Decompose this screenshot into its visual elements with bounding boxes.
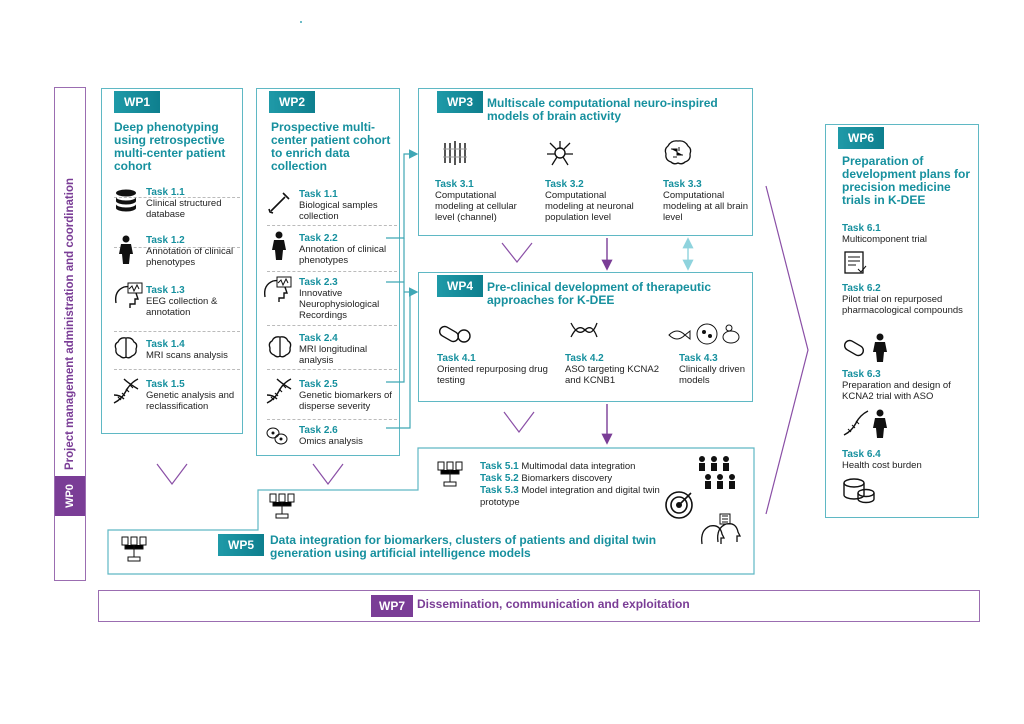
wp6-box: WP6 Preparation of development plans for… bbox=[825, 124, 979, 518]
data-network-icon bbox=[269, 493, 295, 519]
brain-icon bbox=[268, 336, 292, 358]
task-6-1-name: Task 6.1 bbox=[842, 223, 881, 234]
wp6-title: Preparation of development plans for pre… bbox=[842, 154, 971, 207]
task-1-1-desc: Clinical structured database bbox=[146, 198, 222, 220]
pills-icon bbox=[438, 325, 471, 343]
data-network-icon bbox=[121, 536, 147, 562]
data-network-icon bbox=[437, 461, 463, 487]
neuron-icon bbox=[547, 141, 573, 166]
task-5-2-name: Task 5.2 bbox=[480, 473, 519, 484]
task-2-6-desc: Omics analysis bbox=[299, 436, 363, 447]
wp3-box: WP3 Multiscale computational neuro-inspi… bbox=[418, 88, 753, 236]
task-6-4-name: Task 6.4 bbox=[842, 449, 881, 460]
wp3-title: Multiscale computational neuro-inspired … bbox=[487, 96, 718, 123]
task-2-3-desc: Innovative Neurophysiological Recordings bbox=[299, 288, 380, 321]
people-cluster-icon bbox=[699, 456, 735, 489]
task-6-1-desc: Multicomponent trial bbox=[842, 234, 928, 245]
task-1-4-name: Task 1.4 bbox=[146, 339, 185, 350]
task-3-3-desc: Computational modeling at all brain leve… bbox=[663, 190, 749, 223]
task-5-1-desc: Multimodal data integration bbox=[521, 461, 636, 472]
task-2-1-name: Task 1.1 bbox=[299, 189, 338, 200]
wp7-box: WP7 Dissemination, communication and exp… bbox=[98, 590, 980, 622]
task-2-2-desc: Annotation of clinical phenotypes bbox=[299, 244, 387, 266]
task-3-1-name: Task 3.1 bbox=[435, 179, 474, 190]
wp6-tag: WP6 bbox=[838, 127, 885, 149]
task-6-3-desc: Preparation and design of KCNA2 trial wi… bbox=[842, 380, 951, 402]
wp1-box: WP1 Deep phenotyping using retrospective… bbox=[101, 88, 243, 434]
task-2-4-name: Task 2.4 bbox=[299, 333, 338, 344]
person-icon bbox=[272, 231, 286, 260]
wp3-tag: WP3 bbox=[437, 91, 484, 113]
coins-icon bbox=[843, 478, 875, 504]
task-2-5-desc: Genetic biomarkers of disperse severity bbox=[299, 390, 392, 412]
task-2-2-name: Task 2.2 bbox=[299, 233, 338, 244]
brain-icon bbox=[114, 337, 138, 359]
pipette-icon bbox=[268, 192, 290, 214]
task-1-3-desc: EEG collection & annotation bbox=[146, 296, 218, 318]
person-icon bbox=[119, 235, 133, 264]
wp4-tag: WP4 bbox=[437, 275, 484, 297]
animal-models-icon bbox=[668, 323, 740, 345]
task-4-3-name: Task 4.3 bbox=[679, 353, 718, 364]
eeg-head-icon bbox=[114, 282, 143, 308]
task-3-2-name: Task 3.2 bbox=[545, 179, 584, 190]
task-1-3-name: Task 1.3 bbox=[146, 285, 185, 296]
ion-channel-icon bbox=[443, 141, 467, 165]
dna-icon bbox=[113, 378, 139, 404]
clipboard-icon bbox=[844, 251, 867, 274]
task-3-1-desc: Computational modeling at cellular level… bbox=[435, 190, 517, 223]
task-6-2-name: Task 6.2 bbox=[842, 283, 881, 294]
ai-heads-icon bbox=[701, 513, 742, 545]
task-1-2-name: Task 1.2 bbox=[146, 235, 185, 246]
task-3-3-name: Task 3.3 bbox=[663, 179, 702, 190]
task-1-5-name: Task 1.5 bbox=[146, 379, 185, 390]
wp0-tag bbox=[55, 476, 85, 516]
brain-circuit-icon bbox=[664, 140, 692, 165]
task-1-2-desc: Annotation of clinical phenotypes bbox=[146, 246, 234, 268]
task-4-3-desc: Clinically driven models bbox=[679, 364, 745, 386]
wp7-label: Dissemination, communication and exploit… bbox=[417, 597, 690, 611]
task-4-2-desc: ASO targeting KCNA2 and KCNB1 bbox=[565, 364, 659, 386]
task-6-3-name: Task 6.3 bbox=[842, 369, 881, 380]
wp5-tag: WP5 bbox=[218, 534, 265, 556]
task-4-1-name: Task 4.1 bbox=[437, 353, 476, 364]
omics-icon bbox=[266, 427, 288, 445]
task-6-4-desc: Health cost burden bbox=[842, 460, 922, 471]
task-4-1-desc: Oriented repurposing drug testing bbox=[437, 364, 548, 386]
wp4-box: WP4 Pre-clinical development of therapeu… bbox=[418, 272, 753, 402]
eeg-head-icon bbox=[263, 276, 292, 302]
task-4-2-name: Task 4.2 bbox=[565, 353, 604, 364]
task-5-3-name: Task 5.3 bbox=[480, 485, 519, 496]
dna-icon bbox=[570, 322, 598, 338]
wp1-tag: WP1 bbox=[114, 91, 161, 113]
task-5-1-name: Task 5.1 bbox=[480, 461, 519, 472]
task-3-2-desc: Computational modeling at neuronal popul… bbox=[545, 190, 634, 223]
task-2-4-desc: MRI longitudinal analysis bbox=[299, 344, 368, 366]
wp0-box: WP0 Project management administration an… bbox=[54, 87, 86, 581]
task-1-1-name: Task 1.1 bbox=[146, 187, 185, 198]
wp4-title: Pre-clinical development of therapeutic … bbox=[487, 280, 712, 307]
task-2-6-name: Task 2.6 bbox=[299, 425, 338, 436]
dna-person-icon bbox=[843, 409, 887, 438]
target-icon bbox=[665, 491, 693, 519]
task-5-3-desc: Model integration and digital twin proto… bbox=[480, 485, 660, 508]
dna-icon bbox=[266, 378, 292, 404]
wp7-tag: WP7 bbox=[371, 595, 414, 617]
wp2-box: WP2 Prospective multi-center patient coh… bbox=[256, 88, 400, 456]
task-2-1-desc: Biological samples collection bbox=[299, 200, 378, 222]
wp5-outline bbox=[107, 447, 755, 575]
task-1-5-desc: Genetic analysis and reclassification bbox=[146, 390, 235, 412]
database-icon bbox=[116, 189, 136, 212]
wp5-title: Data integration for biomarkers, cluster… bbox=[270, 533, 657, 560]
wp2-tag: WP2 bbox=[269, 91, 316, 113]
task-2-5-name: Task 2.5 bbox=[299, 379, 338, 390]
task-1-4-desc: MRI scans analysis bbox=[146, 350, 228, 361]
task-5-2-desc: Biomarkers discovery bbox=[521, 473, 613, 484]
wp1-title: Deep phenotyping using retrospective mul… bbox=[114, 120, 226, 173]
task-6-2-desc: Pilot trial on repurposed pharmacologica… bbox=[842, 294, 963, 316]
pills-person-icon bbox=[843, 333, 887, 362]
task-2-3-name: Task 2.3 bbox=[299, 277, 338, 288]
wp2-title: Prospective multi-center patient cohort … bbox=[271, 120, 391, 173]
